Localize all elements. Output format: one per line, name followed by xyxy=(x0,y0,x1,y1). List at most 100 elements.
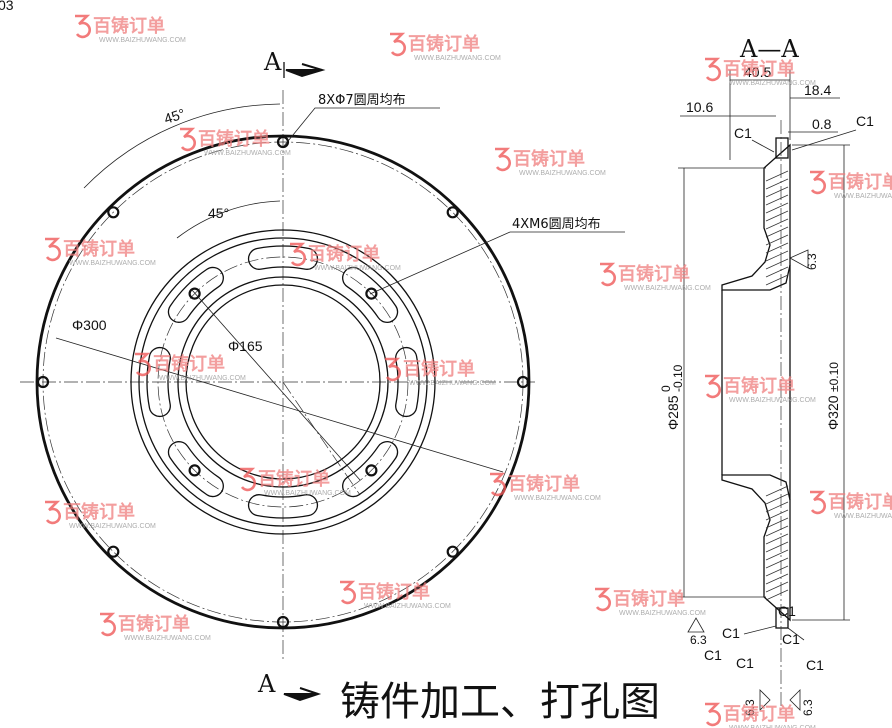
arc-slot xyxy=(342,441,399,498)
watermark-logo-icon xyxy=(180,127,196,152)
watermark-url: WWW.BAIZHUWANG.COM xyxy=(364,603,451,610)
watermark-brand: 百铸订单 xyxy=(153,353,225,375)
bolt-hole xyxy=(276,135,290,149)
watermark-url: WWW.BAIZHUWANG.COM xyxy=(99,37,186,44)
watermark-url: WWW.BAIZHUWANG.COM xyxy=(264,490,351,497)
watermark-logo-icon xyxy=(45,500,61,525)
hatch-line xyxy=(765,485,789,497)
watermark-logo-icon xyxy=(600,262,616,287)
section-hatching xyxy=(765,170,789,601)
dia-285-tol-lower: -0.10 xyxy=(671,364,685,392)
dia-320-label: Φ320 xyxy=(825,395,841,430)
watermark-brand: 百铸订单 xyxy=(403,358,475,380)
chamfer-label-4: C1 xyxy=(722,625,740,641)
dia-165-line xyxy=(191,289,361,481)
chamfer-label-3: C1 xyxy=(778,603,796,619)
watermark-logo-icon xyxy=(385,357,401,382)
section-label: A—A xyxy=(739,35,799,63)
chamfer-label-6: C1 xyxy=(704,647,722,663)
watermark-logo-icon xyxy=(705,374,721,399)
hatch-line xyxy=(765,242,789,254)
chamfer-label-7: C1 xyxy=(736,655,754,671)
watermark-url: WWW.BAIZHUWANG.COM xyxy=(834,513,892,520)
dia-320-tol: ±0.10 xyxy=(827,362,841,392)
section-profile-top xyxy=(721,143,791,291)
watermark-logo-icon xyxy=(705,57,721,82)
watermark-url: WWW.BAIZHUWANG.COM xyxy=(69,523,156,530)
hatch-line xyxy=(765,234,789,246)
drawing-title: 铸件加工、打孔图 xyxy=(340,679,660,725)
section-view: A—A 40.5 18.4 10.6 0.8 C1 C1 C1 C1 C1 C1… xyxy=(659,35,874,716)
hatch-line xyxy=(765,533,789,545)
flange-circle xyxy=(130,229,436,535)
hatch-line xyxy=(765,274,789,286)
hatch-line xyxy=(765,525,789,537)
watermark-brand: 百铸订单 xyxy=(723,703,795,725)
inner-angle-arc xyxy=(176,200,281,239)
chamfer-label-5: C1 xyxy=(782,631,800,647)
watermark-url: WWW.BAIZHUWANG.COM xyxy=(409,380,496,387)
watermark-url: WWW.BAIZHUWANG.COM xyxy=(729,80,816,87)
dim-0-8: 0.8 xyxy=(812,116,832,132)
watermark-logo-icon xyxy=(45,237,61,262)
chamfer-leader-1 xyxy=(751,139,775,153)
bolt-hole xyxy=(516,375,530,389)
hatch-line xyxy=(765,541,789,553)
roughness-symbol-2 xyxy=(687,617,705,633)
watermark-brand: 百铸订单 xyxy=(723,375,795,397)
hatch-line xyxy=(765,218,789,230)
cut-arrow-top xyxy=(285,63,326,78)
hatch-line xyxy=(765,202,789,214)
cut-arrow-bottom xyxy=(283,687,322,702)
bolt-hole xyxy=(107,545,120,558)
chamfer-label-1: C1 xyxy=(734,125,752,141)
hatch-line xyxy=(765,501,789,513)
bolt-hole xyxy=(276,615,290,629)
arc-slot xyxy=(395,346,420,418)
bolt-hole xyxy=(446,206,459,219)
watermark-logo-icon xyxy=(290,242,306,267)
slot-pitch-circle xyxy=(157,256,409,508)
watermark-logo-icon xyxy=(340,580,356,605)
watermark-url: WWW.BAIZHUWANG.COM xyxy=(619,610,706,617)
hatch-line xyxy=(765,549,789,561)
watermark-logo-icon xyxy=(495,147,511,172)
cut-mark-bottom: A xyxy=(257,670,276,698)
thread-hole xyxy=(365,464,378,477)
bolt-hole xyxy=(446,545,459,558)
chamfer-label-8: C1 xyxy=(806,657,824,673)
arc-slot xyxy=(146,346,171,418)
hatch-line xyxy=(765,517,789,529)
watermark-logo-icon xyxy=(240,467,256,492)
outer-bolt-holes xyxy=(36,135,530,629)
bolt-circle xyxy=(42,141,524,623)
watermark-url: WWW.BAIZHUWANG.COM xyxy=(159,375,246,382)
hatch-line xyxy=(765,266,789,278)
watermark-logo-icon xyxy=(810,490,826,515)
watermark-logo-icon xyxy=(135,352,151,377)
watermark-brand: 百铸订单 xyxy=(723,58,795,80)
bolt-hole xyxy=(107,206,120,219)
arc-slots xyxy=(146,245,420,519)
watermark-brand: 百铸订单 xyxy=(408,33,480,55)
hatch-line xyxy=(765,210,789,222)
watermark-brand: 百铸订单 xyxy=(508,473,580,495)
corner-number: 03 xyxy=(0,0,14,13)
inner-thread-holes xyxy=(188,287,378,477)
hatch-line xyxy=(765,178,789,190)
hatch-line xyxy=(765,250,789,262)
watermark-brand: 百铸订单 xyxy=(198,128,270,150)
watermark-brand: 百铸订单 xyxy=(513,148,585,170)
roughness-value-4: 6.3 xyxy=(801,699,815,716)
dia-165-label: Φ165 xyxy=(228,338,263,354)
watermark-logo-icon xyxy=(810,170,826,195)
